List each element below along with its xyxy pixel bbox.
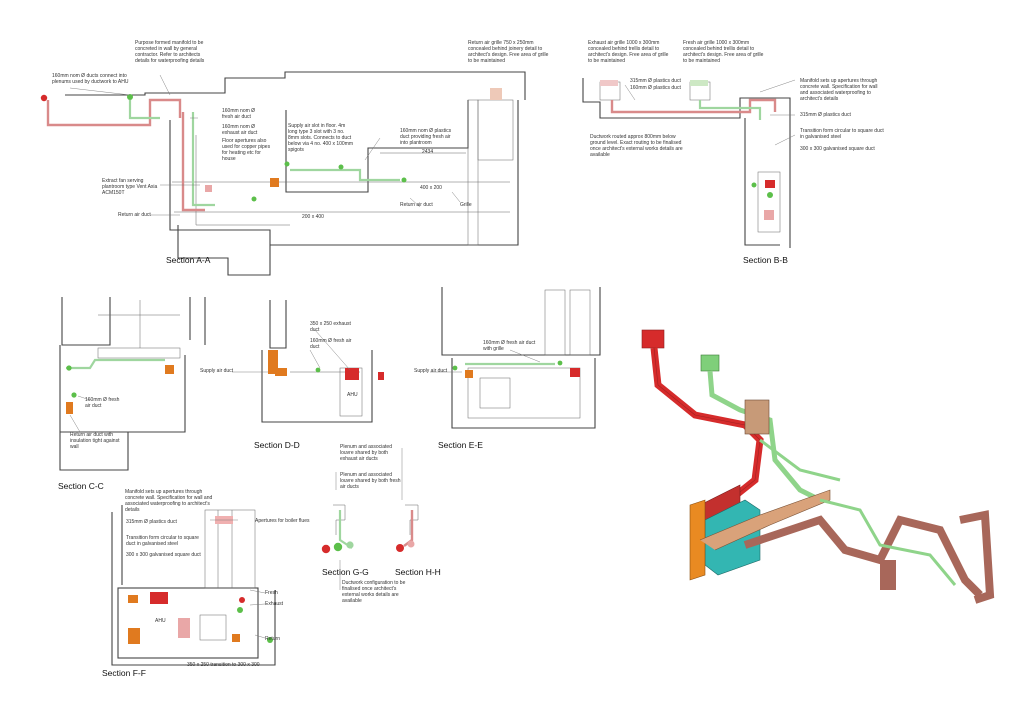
aa-return-grille-note: Return air grille 750 x 250mm concealed … <box>468 40 549 64</box>
aa-exhaust160-note: 160mm nom Ø exhaust air duct <box>222 124 258 136</box>
ff-315-note: 315mm Ø plastics duct <box>126 519 177 525</box>
section-gg-title: Section G-G <box>322 567 369 577</box>
cc-fresh-note: 160mm Ø fresh air duct <box>85 397 120 409</box>
ff-apertures-note: Apertures for boiler flues <box>255 518 310 524</box>
ff-exhaust-label: Exhaust <box>265 601 284 607</box>
aa-return-duct-note: Return air duct <box>118 212 151 218</box>
aa-200x400-label: 200 x 400 <box>302 214 324 220</box>
bb-315-note: 315mm Ø plastics duct <box>630 78 681 84</box>
bb-exhaust-grille-note: Exhaust air grille 1000 x 300mm conceale… <box>588 40 669 64</box>
section-bb-drawing <box>582 78 796 248</box>
aa-plastic160-note: 160mm nom Ø plastics duct providing fres… <box>400 128 452 146</box>
gh-plenum-fresh-note: Plenum and associated louvre shared by b… <box>340 472 401 490</box>
section-aa-drawing <box>40 71 526 276</box>
ff-manifold-note: Manifold sets up apertures through concr… <box>125 489 213 513</box>
section-ee-drawing <box>430 287 601 429</box>
isometric-view <box>641 329 995 604</box>
aa-400x200-label: 400 x 200 <box>420 185 442 191</box>
aa-return-duct2-note: Return air duct <box>400 202 433 208</box>
cc-return-note: Return air duct with insulation tight ag… <box>70 432 120 450</box>
ff-300-note: 300 x 300 galvanised square duct <box>126 552 201 558</box>
section-ff-title: Section F-F <box>102 668 146 678</box>
bb-fresh-grille-note: Fresh air grille 1000 x 300mm concealed … <box>683 40 764 64</box>
bb-transition-note: Transition form circular to square duct … <box>800 128 884 140</box>
aa-grille-note: Grille <box>460 202 472 208</box>
ff-fresh-label: Fresh <box>265 590 278 596</box>
section-gh-drawing <box>321 448 419 590</box>
aa-dimension-label: 2434 <box>422 149 434 155</box>
section-cc-title: Section C-C <box>58 481 104 491</box>
gh-plenum-exhaust-note: Plenum and associated louvre shared by b… <box>340 444 392 462</box>
ee-fresh-note: 160mm Ø fresh air duct with grille <box>483 340 536 352</box>
ee-supply-note: Supply air duct <box>414 368 448 374</box>
ff-transition2-note: 350 x 250 transition to 300 x 300 <box>187 662 260 668</box>
aa-fresh160-note: 160mm nom Ø fresh air duct <box>222 108 256 120</box>
dd-ahu-label: AHU <box>347 392 358 398</box>
section-hh-title: Section H-H <box>395 567 441 577</box>
section-dd-title: Section D-D <box>254 440 300 450</box>
aa-floor-apertures-note: Floor apertures also used for copper pip… <box>222 138 271 162</box>
bb-160-note: 160mm Ø plastics duct <box>630 85 681 91</box>
section-dd-drawing <box>232 300 384 423</box>
aa-extract-fan-note: Extract fan serving plantroom type Vent … <box>102 178 158 196</box>
ff-transition-note: Transition form circular to square duct … <box>126 535 199 547</box>
bb-300-note: 300 x 300 galvanised square duct <box>800 146 875 152</box>
ff-return-label: Return <box>265 636 281 642</box>
bb-routed-note: Ductwork routed approx 800mm below groun… <box>590 134 683 158</box>
dd-fresh-note: 160mm Ø fresh air duct <box>310 338 352 350</box>
aa-manifold-note: Purpose formed manifold to be concreted … <box>135 40 205 64</box>
ff-ahu-label: AHU <box>155 618 166 624</box>
section-bb-title: Section B-B <box>743 255 788 265</box>
aa-supply-slot-note: Supply air slot in floor. 4m long type 3… <box>288 123 354 153</box>
section-aa-title: Section A-A <box>166 255 211 265</box>
bb-manifold-note: Manifold sets up apertures through concr… <box>800 78 878 102</box>
dd-exhaust-note: 350 x 250 exhaust duct <box>310 321 351 333</box>
aa-duct-connect-note: 160mm nom Ø ducts connect into plenums u… <box>52 73 129 85</box>
section-ee-title: Section E-E <box>438 440 483 450</box>
bb-315b-note: 315mm Ø plastics duct <box>800 112 851 118</box>
section-ff-drawing <box>111 505 276 666</box>
gh-config-note: Ductwork configuration to be finalised o… <box>342 580 406 604</box>
section-cc-drawing <box>59 297 206 471</box>
dd-supply-note: Supply air duct <box>200 368 234 374</box>
